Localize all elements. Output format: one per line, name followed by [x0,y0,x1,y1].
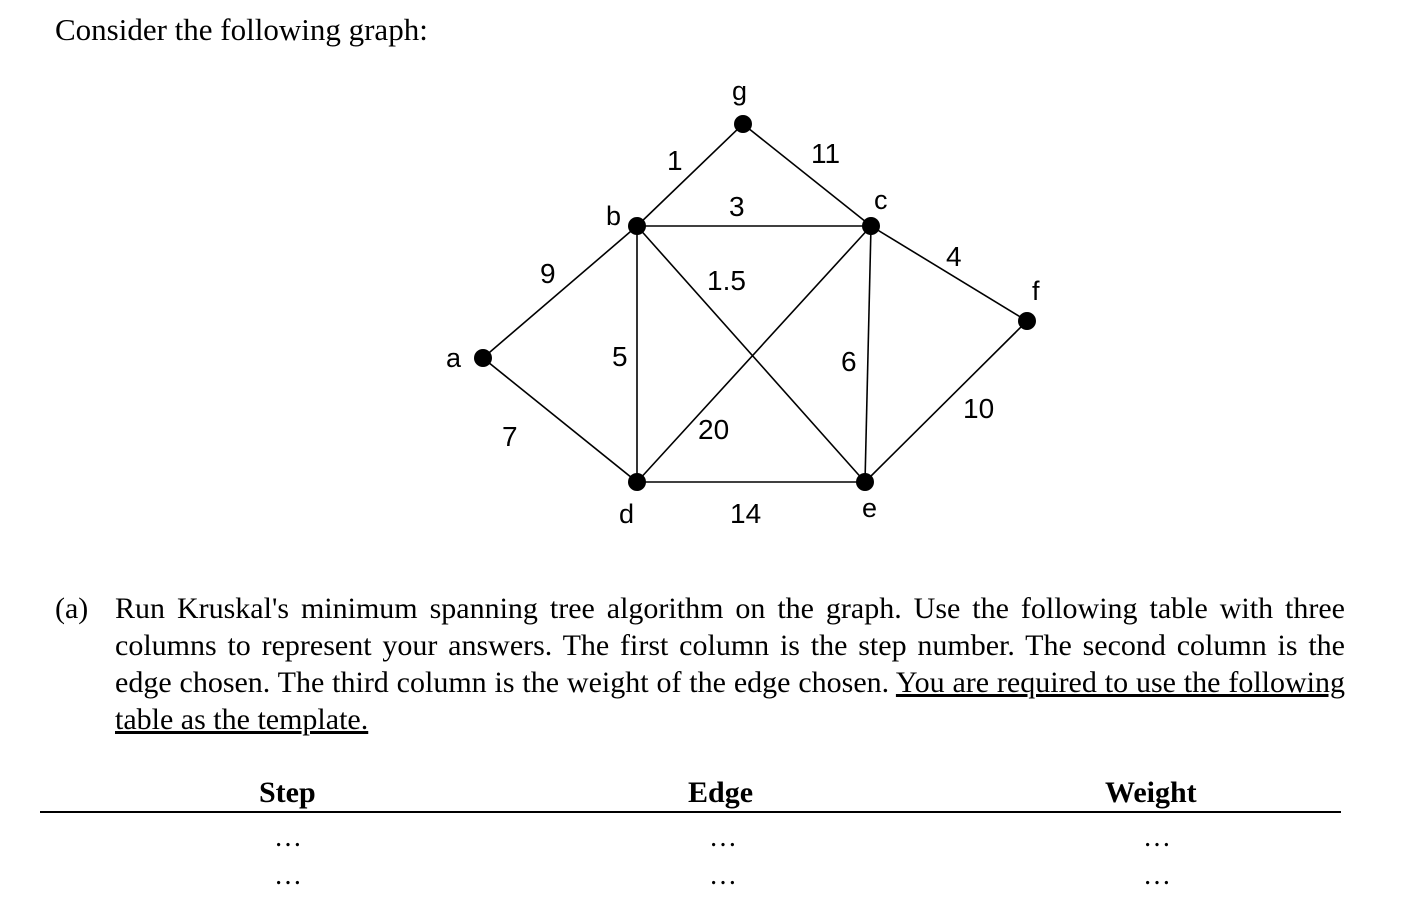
vertex-label-e: e [862,493,877,523]
edge-weight-c-e: 6 [841,346,857,377]
vertex-f [1018,312,1036,330]
table-cell-step-1: … [274,822,302,853]
edge-g-c [742,123,872,227]
table-cell-weight-1: … [1143,822,1171,853]
vertex-g [734,115,752,133]
question-marker: (a) [55,592,89,625]
question-text-plain: Run Kruskal's minimum spanning tree algo… [115,592,1345,699]
edge-weight-b-c: 3 [729,191,745,222]
edge-e-f [864,320,1028,483]
edge-weight-a-d: 7 [502,421,518,452]
table-cell-edge-1: … [709,822,737,853]
edge-weight-b-e: 1.5 [707,265,746,296]
table-header-rule [40,811,1341,813]
vertex-label-f: f [1032,276,1040,306]
vertex-d [628,473,646,491]
edge-b-g [636,123,744,227]
table-header-edge: Edge [688,776,754,809]
vertex-label-g: g [732,76,747,106]
edge-c-e [864,225,872,483]
edge-weight-e-f: 10 [963,393,994,424]
edge-c-f [870,225,1028,322]
vertex-label-d: d [619,499,634,529]
vertex-c [862,217,880,235]
table-header-weight: Weight [1105,776,1197,809]
vertex-label-a: a [446,343,462,373]
vertex-a [474,349,492,367]
edge-weight-b-g: 1 [667,145,683,176]
edge-weight-b-d: 5 [612,341,628,372]
intro-text: Consider the following graph: [55,12,428,47]
edge-weight-d-e: 14 [730,498,761,529]
table-cell-edge-2: … [709,860,737,891]
edge-weight-c-d: 20 [698,414,729,445]
edge-weight-c-f: 4 [946,241,962,272]
vertex-label-c: c [874,185,888,215]
question-text: Run Kruskal's minimum spanning tree algo… [115,590,1345,738]
edge-b-e [636,225,866,483]
edge-c-d [636,225,872,483]
table-cell-weight-2: … [1143,860,1171,891]
edge-weight-a-b: 9 [540,258,556,289]
vertex-e [856,473,874,491]
graph-diagram: a b c d e f g 9 7 1 11 3 1.5 5 20 6 4 14… [446,76,1040,529]
vertex-b [628,217,646,235]
edge-weight-g-c: 11 [811,138,840,169]
edge-a-d [482,357,638,483]
vertex-label-b: b [606,201,621,231]
question-text-underlined: You are required to use the following ta… [115,666,1345,736]
table-cell-step-2: … [274,860,302,891]
edge-a-b [482,225,638,359]
table-header-step: Step [259,776,316,809]
